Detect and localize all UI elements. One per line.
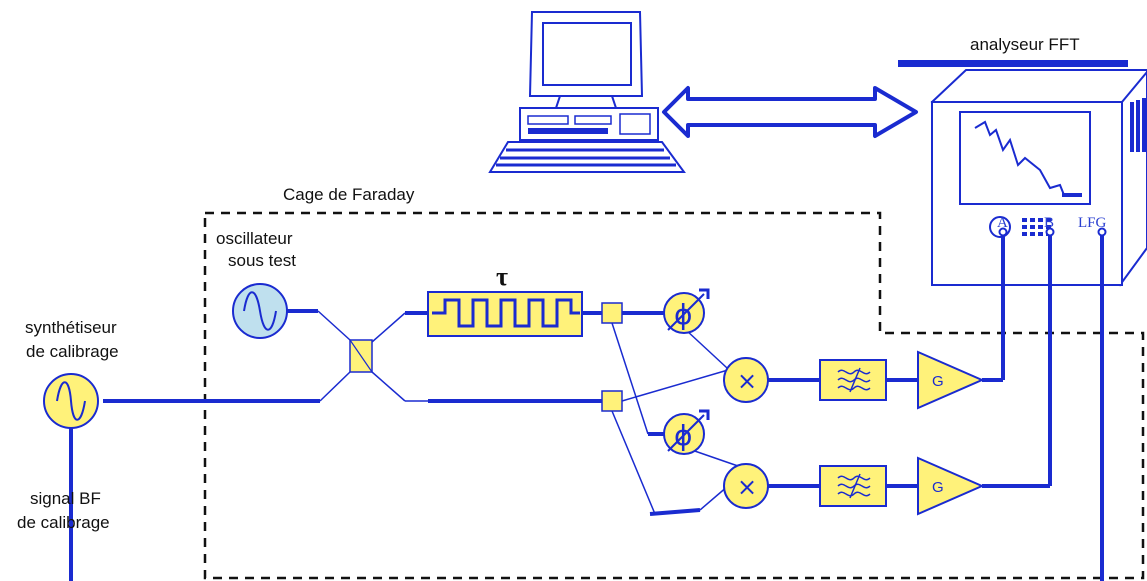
- delay-symbol: τ: [496, 262, 508, 291]
- oscillator-label-line1: oscillateur: [216, 229, 293, 248]
- mixer-1-symbol: ×: [737, 367, 757, 395]
- mixer-icon: [723, 357, 769, 403]
- mixer-icon: [723, 463, 769, 509]
- coupler-icon: [349, 339, 373, 373]
- delay-line-icon: [427, 291, 583, 337]
- synthesizer-label-line1: synthétiseur: [25, 318, 117, 337]
- lf-signal-label-line1: signal BF: [30, 489, 101, 508]
- amplifier-icon: [917, 456, 985, 516]
- fft-analyzer-icon: [898, 60, 1147, 287]
- coupler-icon: [601, 390, 623, 412]
- computer-icon: [488, 11, 686, 173]
- filter-icon: [819, 465, 887, 507]
- faraday-cage-boundary: [203, 211, 1145, 580]
- coupler-icon: [601, 302, 623, 324]
- synthesizer-label-line2: de calibrage: [26, 342, 119, 361]
- amplifier-1-label: G: [932, 373, 944, 390]
- fft-analyzer-label: analyseur FFT: [970, 35, 1080, 54]
- phase-shifter-2-symbol: ϕ: [674, 419, 692, 452]
- analyzer-ports: [998, 227, 1107, 237]
- oscillator-label-line2: sous test: [228, 251, 296, 270]
- port-a-label: A: [997, 215, 1008, 231]
- sine-source-icon: [232, 283, 288, 339]
- mixer-2-symbol: ×: [737, 473, 757, 501]
- amplifier-icon: [917, 350, 985, 410]
- sine-source-icon: [43, 373, 99, 429]
- amplifier-2-label: G: [932, 479, 944, 496]
- signal-wires: [69, 232, 1104, 581]
- data-link-arrow: [662, 86, 918, 138]
- port-b-label: B: [1044, 215, 1054, 231]
- phase-shifter-icon: [663, 288, 710, 334]
- phase-shifter-1-symbol: ϕ: [674, 298, 692, 331]
- phase-shifter-icon: [663, 409, 710, 455]
- port-lfg-label: LFG: [1078, 215, 1107, 231]
- faraday-cage-label: Cage de Faraday: [283, 185, 415, 204]
- lf-signal-label-line2: de calibrage: [17, 513, 110, 532]
- filter-icon: [819, 359, 887, 401]
